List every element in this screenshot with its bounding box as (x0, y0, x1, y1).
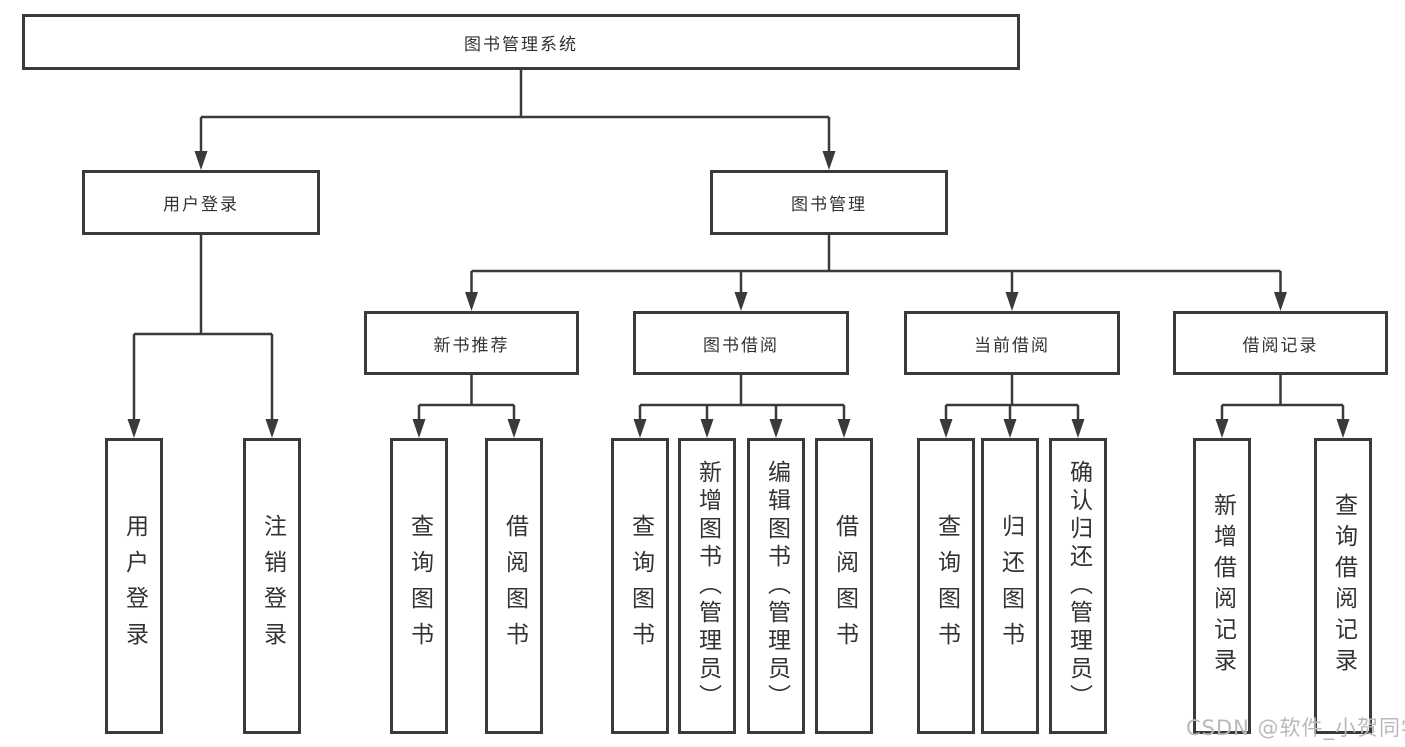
node-book-management: 图书管理 (710, 170, 948, 235)
node-user-login: 用户登录 (82, 170, 320, 235)
node-root-label: 图书管理系统 (464, 34, 578, 55)
node-user-login-label: 用户登录 (163, 195, 239, 215)
leaf-add-record-label: 新增借阅记录 (1209, 493, 1236, 679)
node-borrow-records-label: 借阅记录 (1242, 335, 1319, 356)
leaf-query-book-2-label: 查询图书 (627, 514, 654, 658)
leaf-borrow-book-1-label: 借阅图书 (501, 514, 528, 658)
node-current-borrow: 当前借阅 (904, 311, 1120, 375)
leaf-return-book-label: 归还图书 (997, 514, 1024, 658)
leaf-query-book-3: 查询图书 (917, 438, 975, 734)
connector-lines (132, 70, 1345, 420)
leaf-borrow-book-2: 借阅图书 (815, 438, 873, 734)
watermark-text: CSDN @软件_小贺同学 (1186, 716, 1405, 740)
leaf-logout-label: 注销登录 (259, 514, 286, 658)
node-book-management-label: 图书管理 (791, 195, 867, 215)
leaf-confirm-return: 确认归还（管理员） (1049, 438, 1107, 734)
node-new-book-recommend: 新书推荐 (364, 311, 579, 375)
leaf-borrow-book-2-label: 借阅图书 (831, 514, 858, 658)
node-current-borrow-label: 当前借阅 (974, 335, 1050, 356)
node-root: 图书管理系统 (22, 14, 1020, 70)
leaf-user-login: 用户登录 (105, 438, 163, 734)
leaf-user-login-label: 用户登录 (121, 514, 148, 658)
leaf-query-book-2: 查询图书 (611, 438, 669, 734)
leaf-add-book: 新增图书（管理员） (678, 438, 736, 734)
leaf-edit-book-label: 编辑图书（管理员） (763, 460, 790, 712)
leaf-edit-book: 编辑图书（管理员） (747, 438, 805, 734)
leaf-query-book-1: 查询图书 (390, 438, 448, 734)
leaf-logout: 注销登录 (243, 438, 301, 734)
leaf-confirm-return-label: 确认归还（管理员） (1065, 460, 1092, 712)
leaf-add-book-label: 新增图书（管理员） (694, 460, 721, 712)
leaf-query-record: 查询借阅记录 (1314, 438, 1372, 734)
node-borrow-records: 借阅记录 (1173, 311, 1388, 375)
node-book-borrow: 图书借阅 (633, 311, 849, 375)
connector-arrowheads (127, 151, 1350, 438)
leaf-borrow-book-1: 借阅图书 (485, 438, 543, 734)
leaf-query-record-label: 查询借阅记录 (1330, 493, 1357, 679)
leaf-query-book-3-label: 查询图书 (933, 514, 960, 658)
leaf-add-record: 新增借阅记录 (1193, 438, 1251, 734)
leaf-return-book: 归还图书 (981, 438, 1039, 734)
node-new-book-recommend-label: 新书推荐 (433, 335, 510, 356)
leaf-query-book-1-label: 查询图书 (406, 514, 433, 658)
node-book-borrow-label: 图书借阅 (703, 335, 779, 356)
